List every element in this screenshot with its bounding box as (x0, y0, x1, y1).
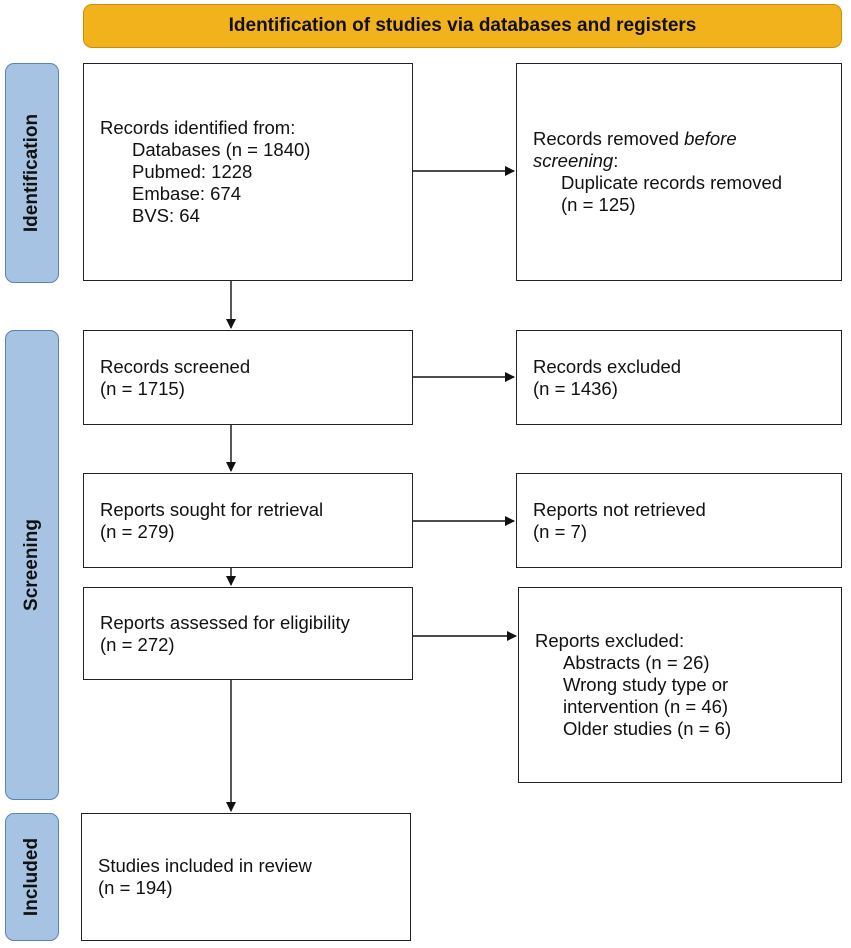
box-reports-sought: Reports sought for retrieval (n = 279) (83, 473, 413, 568)
records-excluded-title: Records excluded (533, 355, 682, 377)
records-identified-pubmed: Pubmed: 1228 (132, 161, 253, 182)
reports-excluded-older: Older studies (n = 6) (563, 718, 732, 739)
box-studies-included: Studies included in review (n = 194) (81, 813, 411, 941)
records-excluded-count: (n = 1436) (533, 377, 618, 399)
header-banner: Identification of studies via databases … (83, 4, 842, 48)
reports-sought-count: (n = 279) (100, 520, 175, 542)
records-screened-count: (n = 1715) (100, 377, 185, 399)
phase-identification: Identification (5, 63, 59, 283)
phase-screening: Screening (5, 330, 59, 800)
header-title: Identification of studies via databases … (228, 15, 697, 36)
reports-excluded-abstracts: Abstracts (n = 26) (563, 652, 710, 673)
records-removed-title: Records removed before (533, 128, 737, 149)
reports-excluded-wrong-type: Wrong study type or (563, 674, 729, 695)
studies-included-count: (n = 194) (98, 877, 173, 898)
box-records-identified: Records identified from: Databases (n = … (83, 63, 413, 281)
box-records-screened: Records screened (n = 1715) (83, 330, 413, 425)
reports-sought-title: Reports sought for retrieval (100, 498, 324, 520)
phase-included: Included (5, 813, 59, 941)
records-identified-embase: Embase: 674 (132, 183, 242, 204)
box-reports-excluded: Reports excluded: Abstracts (n = 26) Wro… (518, 587, 842, 783)
reports-not-retrieved-title: Reports not retrieved (533, 498, 706, 520)
records-identified-title: Records identified from: (100, 117, 296, 138)
reports-excluded-title: Reports excluded: (535, 630, 685, 651)
reports-not-retrieved-count: (n = 7) (533, 520, 587, 542)
reports-assessed-count: (n = 272) (100, 633, 175, 655)
records-removed-count: (n = 125) (561, 194, 636, 215)
records-identified-databases: Databases (n = 1840) (132, 139, 311, 160)
records-screened-title: Records screened (100, 355, 251, 377)
reports-assessed-title: Reports assessed for eligibility (100, 611, 350, 633)
records-removed-title-cont: screening: (533, 150, 619, 171)
box-records-excluded: Records excluded (n = 1436) (516, 330, 842, 425)
box-records-removed: Records removed before screening: Duplic… (516, 63, 842, 281)
reports-excluded-wrong-intervention: intervention (n = 46) (563, 696, 729, 717)
box-reports-not-retrieved: Reports not retrieved (n = 7) (516, 473, 842, 568)
records-identified-bvs: BVS: 64 (132, 205, 200, 226)
records-removed-duplicates: Duplicate records removed (561, 172, 783, 193)
studies-included-title: Studies included in review (98, 855, 312, 876)
box-reports-assessed: Reports assessed for eligibility (n = 27… (83, 587, 413, 680)
